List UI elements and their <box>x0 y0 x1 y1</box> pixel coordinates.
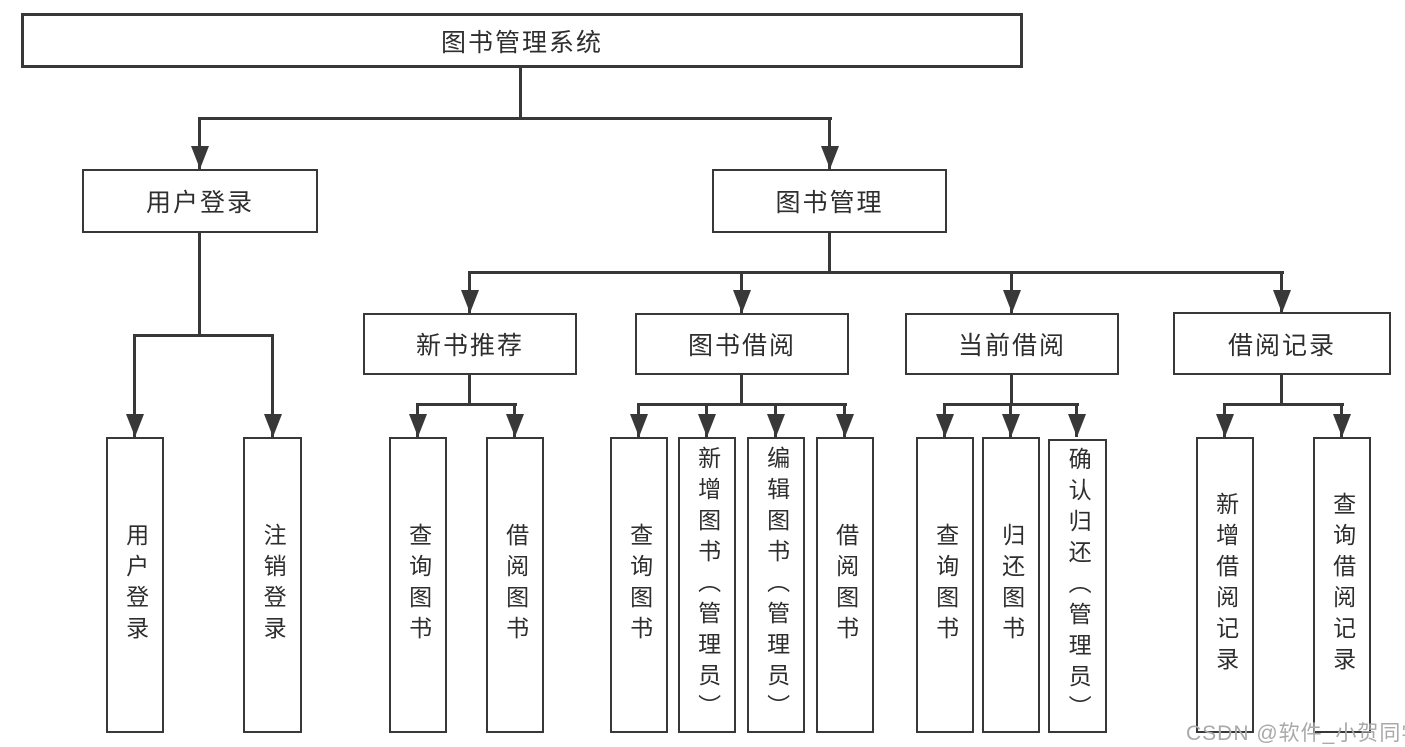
leaf-current-query-books-label: 查询图书 <box>932 523 959 647</box>
connector-current-stem <box>1010 375 1013 406</box>
node-borrow-records-label: 借阅记录 <box>1227 331 1336 360</box>
node-book-mgmt-label: 图书管理 <box>775 189 884 217</box>
connector-book-mgmt-stem <box>828 233 831 274</box>
arrowhead-down-icon <box>1003 290 1021 313</box>
node-current-borrow-label: 当前借阅 <box>957 332 1066 360</box>
leaf-current-confirm-return-admin: 确认归还（管理员） <box>1048 439 1107 733</box>
leaf-current-return-books-label: 归还图书 <box>998 523 1025 647</box>
leaf-recommend-borrow-books-label: 借阅图书 <box>502 523 529 647</box>
leaf-borrow-query-books: 查询图书 <box>610 437 668 733</box>
node-book-borrow-label: 图书借阅 <box>687 332 796 360</box>
arrowhead-down-icon <box>1273 290 1291 313</box>
connector-user-login-stem <box>198 233 201 337</box>
node-new-book-recommend-label: 新书推荐 <box>415 332 524 360</box>
node-book-mgmt: 图书管理 <box>712 169 947 233</box>
leaf-borrow-add-books-admin-label: 新增图书（管理员） <box>694 445 721 725</box>
arrowhead-down-icon <box>191 146 209 169</box>
connector-user-login-horizontal <box>133 334 274 337</box>
leaf-records-add-record-label: 新增借阅记录 <box>1212 492 1239 678</box>
leaf-recommend-query-books-label: 查询图书 <box>405 523 432 647</box>
arrowhead-down-icon <box>733 290 751 313</box>
node-book-borrow: 图书借阅 <box>635 313 849 375</box>
connector-recommend-stem <box>468 375 471 406</box>
connector-to-user-login <box>198 117 201 169</box>
connector-records-horizontal <box>1223 403 1344 406</box>
arrowhead-down-icon <box>821 146 839 169</box>
arrowhead-down-icon <box>1002 414 1020 437</box>
connector-level2-horizontal <box>468 271 1284 274</box>
node-new-book-recommend: 新书推荐 <box>363 313 577 375</box>
arrowhead-down-icon <box>1216 414 1234 437</box>
node-current-borrow: 当前借阅 <box>905 313 1119 375</box>
node-root: 图书管理系统 <box>21 13 1023 68</box>
leaf-borrow-borrow-books: 借阅图书 <box>816 437 874 733</box>
arrowhead-down-icon <box>630 414 648 437</box>
connector-recommend-horizontal <box>416 403 517 406</box>
connector-to-logout-leaf <box>271 334 274 437</box>
leaf-current-confirm-return-admin-label: 确认归还（管理员） <box>1065 446 1092 726</box>
leaf-records-add-record: 新增借阅记录 <box>1196 437 1254 733</box>
leaf-borrow-edit-books-admin: 编辑图书（管理员） <box>747 437 805 733</box>
arrowhead-down-icon <box>1068 414 1086 437</box>
arrowhead-down-icon <box>461 290 479 313</box>
leaf-logout: 注销登录 <box>243 437 302 733</box>
arrowhead-down-icon <box>936 414 954 437</box>
leaf-recommend-query-books: 查询图书 <box>389 437 447 733</box>
node-root-label: 图书管理系统 <box>440 28 603 57</box>
arrowhead-down-icon <box>767 414 785 437</box>
arrowhead-down-icon <box>264 414 282 437</box>
node-borrow-records: 借阅记录 <box>1173 312 1391 375</box>
leaf-recommend-borrow-books: 借阅图书 <box>486 437 544 733</box>
leaf-borrow-edit-books-admin-label: 编辑图书（管理员） <box>763 445 790 725</box>
connector-level1-horizontal <box>198 117 832 120</box>
leaf-borrow-borrow-books-label: 借阅图书 <box>832 523 859 647</box>
leaf-logout-label: 注销登录 <box>260 523 287 647</box>
arrowhead-down-icon <box>126 414 144 437</box>
connector-borrow-stem <box>740 375 743 406</box>
leaf-user-login: 用户登录 <box>106 437 164 733</box>
leaf-records-query-record: 查询借阅记录 <box>1313 437 1371 733</box>
arrowhead-down-icon <box>698 414 716 437</box>
connector-borrow-horizontal <box>637 403 847 406</box>
arrowhead-down-icon <box>506 414 524 437</box>
connector-root-stem <box>519 67 522 119</box>
leaf-current-return-books: 归还图书 <box>982 437 1040 733</box>
leaf-user-login-label: 用户登录 <box>122 523 149 647</box>
csdn-watermark: CSDN @软件_小贺同学 <box>1186 722 1405 745</box>
arrowhead-down-icon <box>409 414 427 437</box>
connector-to-login-leaf <box>133 334 136 437</box>
connector-to-book-mgmt <box>828 117 831 169</box>
node-user-login: 用户登录 <box>82 169 318 233</box>
leaf-records-query-record-label: 查询借阅记录 <box>1329 492 1356 678</box>
leaf-borrow-add-books-admin: 新增图书（管理员） <box>678 437 736 733</box>
connector-records-stem <box>1280 375 1283 406</box>
arrowhead-down-icon <box>836 414 854 437</box>
node-user-login-label: 用户登录 <box>145 189 254 217</box>
leaf-borrow-query-books-label: 查询图书 <box>626 523 653 647</box>
leaf-current-query-books: 查询图书 <box>916 437 974 733</box>
arrowhead-down-icon <box>1333 414 1351 437</box>
